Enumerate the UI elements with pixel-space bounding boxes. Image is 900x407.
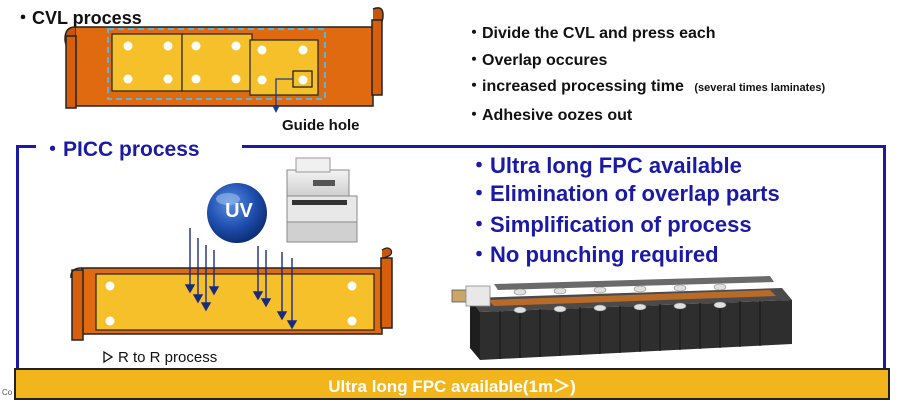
- cvl-holes: [123, 41, 308, 85]
- uv-label: UV: [225, 200, 253, 222]
- rr-process-label: R to R process: [118, 349, 218, 366]
- bottom-banner: [14, 368, 890, 400]
- picc-bullet-2: ・Elimination of overlap parts: [468, 181, 780, 206]
- laminator-machine: [286, 157, 358, 243]
- rr-arrow-bullet: [103, 350, 114, 364]
- uv-sphere-highlight: [216, 193, 240, 205]
- guide-hole-leader: [275, 78, 293, 108]
- picc-right-roll: [380, 257, 393, 329]
- picc-yellow-panel: [95, 273, 375, 331]
- cvl-dashed-region: [107, 28, 326, 100]
- cvl-bullet-3: ・increased processing time (several time…: [466, 72, 825, 96]
- cvl-process-title: ・CVL process: [14, 8, 142, 28]
- guide-hole-label: Guide hole: [282, 117, 360, 134]
- time-note: (several times laminates): [694, 82, 826, 94]
- picc-holes: [105, 281, 357, 326]
- cvl-left-roll-body: [65, 35, 77, 109]
- bottom-banner-text: Ultra long FPC available(1m＞): [328, 377, 576, 396]
- uv-arrows: [184, 228, 298, 330]
- picc-bullet-3: ・Simplification of process: [468, 212, 752, 237]
- cvl-bullet-1: ・Divide the CVL and press each: [466, 25, 716, 42]
- picc-left-roll: [71, 269, 84, 341]
- cvl-bullet-2: ・Overlap occures: [466, 52, 608, 69]
- guide-hole-arrowhead: [272, 105, 280, 113]
- picc-bullet-1: ・Ultra long FPC available: [468, 153, 742, 178]
- corner-text: Co: [2, 388, 13, 397]
- conveyor-machine: [451, 276, 792, 360]
- cvl-bullet-3-text: ・increased processing time: [466, 78, 684, 95]
- cvl-right-roll-body: [371, 19, 383, 96]
- picc-bullet-4: ・No punching required: [468, 242, 719, 267]
- picc-title-background: [36, 132, 242, 160]
- cvl-bullet-4: ・Adhesive oozes out: [466, 107, 633, 124]
- picc-process-title: ・PICC process: [42, 138, 200, 161]
